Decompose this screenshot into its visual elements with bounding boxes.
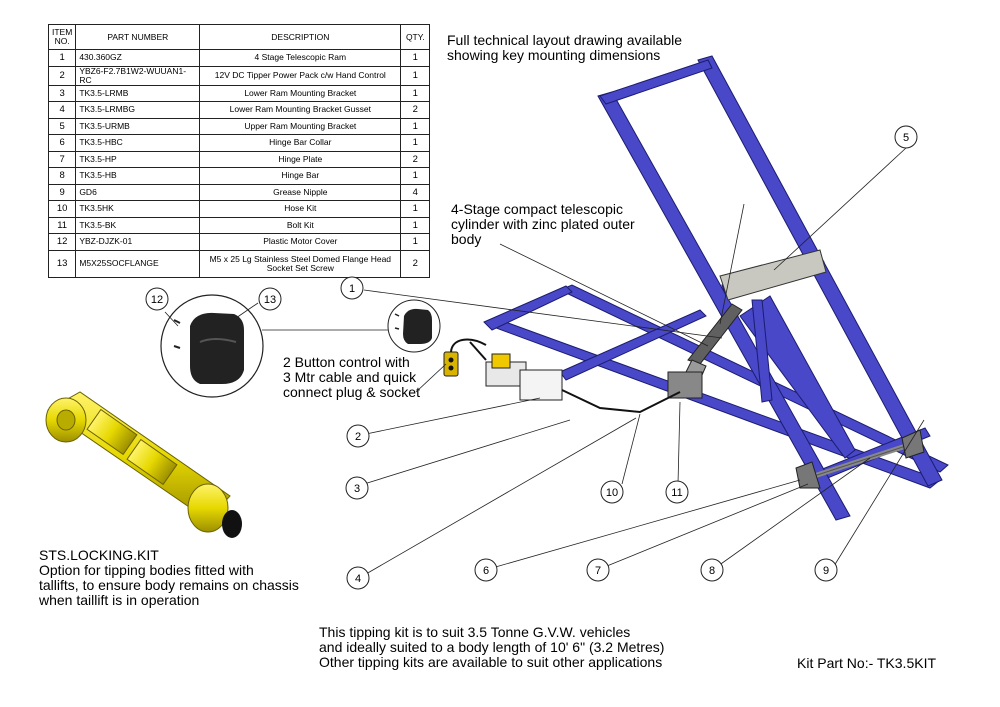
callout-number: 3 <box>354 483 360 495</box>
bom-header-desc: DESCRIPTION <box>199 24 402 50</box>
hinge-bar <box>795 429 925 489</box>
kit-info-note: This tipping kit is to suit 3.5 Tonne G.… <box>319 624 665 670</box>
bom-header-qty: QTY. <box>400 24 431 50</box>
callout-balloon: 1 <box>340 276 364 300</box>
callout-number: 1 <box>349 283 355 295</box>
telescopic-ram <box>667 303 743 399</box>
locking-kit-illustration <box>45 391 242 538</box>
bom-header-item: ITEM NO. <box>47 24 77 50</box>
callout-balloon: 8 <box>700 558 724 582</box>
bom-cell-qty: 1 <box>400 49 431 67</box>
upper-ram-bracket <box>719 249 827 301</box>
bom-cell-part: M5X25SOCFLANGE <box>75 249 201 278</box>
bom-cell-item: 2 <box>47 65 77 86</box>
callout-balloon: 7 <box>586 558 610 582</box>
callout-number: 12 <box>151 294 163 306</box>
bom-cell-qty: 1 <box>400 65 431 86</box>
locking-kit-description: Option for tipping bodies fitted with ta… <box>39 562 299 608</box>
callout-number: 10 <box>606 487 618 499</box>
bom-cell-qty: 2 <box>400 249 431 278</box>
bom-header-part: PART NUMBER <box>75 24 201 50</box>
callout-balloon: 13 <box>258 287 282 311</box>
callout-number: 7 <box>595 565 601 577</box>
bom-cell-desc: M5 x 25 Lg Stainless Steel Domed Flange … <box>199 249 402 278</box>
callout-balloon: 5 <box>894 125 918 149</box>
control-note: 2 Button control with 3 Mtr cable and qu… <box>283 354 420 400</box>
callout-number: 2 <box>355 431 361 443</box>
callout-balloon: 12 <box>145 287 169 311</box>
callout-number: 13 <box>264 294 276 306</box>
callout-balloon: 4 <box>346 566 370 590</box>
callout-balloon: 9 <box>814 558 838 582</box>
callout-number: 9 <box>823 565 829 577</box>
bom-cell-qty: 1 <box>400 216 431 234</box>
bom-cell-qty: 1 <box>400 233 431 251</box>
callout-number: 5 <box>903 132 909 144</box>
callout-balloon: 3 <box>345 476 369 500</box>
layout-drawing-note: Full technical layout drawing available … <box>447 32 683 63</box>
bom-header-row: ITEM NO. PART NUMBER DESCRIPTION QTY. <box>47 24 431 50</box>
callout-number: 6 <box>483 565 489 577</box>
hand-control-pendant <box>443 338 487 377</box>
motor-cover-small-detail <box>387 299 441 353</box>
power-pack <box>469 341 681 414</box>
callout-number: 11 <box>671 487 682 499</box>
motor-cover-detail <box>160 294 390 398</box>
bom-cell-item: 13 <box>47 249 77 278</box>
bom-cell-part: YBZ6-F2.7B1W2-WUUAN1-RC <box>75 65 201 86</box>
callout-balloon: 6 <box>474 558 498 582</box>
callout-number: 4 <box>355 573 361 585</box>
leader-lines <box>164 147 925 575</box>
callout-balloon: 11 <box>665 480 689 504</box>
bom-cell-item: 5 <box>47 117 77 135</box>
locking-kit-title: STS.LOCKING.KIT <box>39 547 159 563</box>
cylinder-note: 4-Stage compact telescopic cylinder with… <box>451 201 635 247</box>
callout-balloon: 2 <box>346 424 370 448</box>
callout-balloon: 10 <box>600 480 624 504</box>
callout-number: 8 <box>709 565 715 577</box>
kit-part-number: Kit Part No:- TK3.5KIT <box>797 655 937 671</box>
